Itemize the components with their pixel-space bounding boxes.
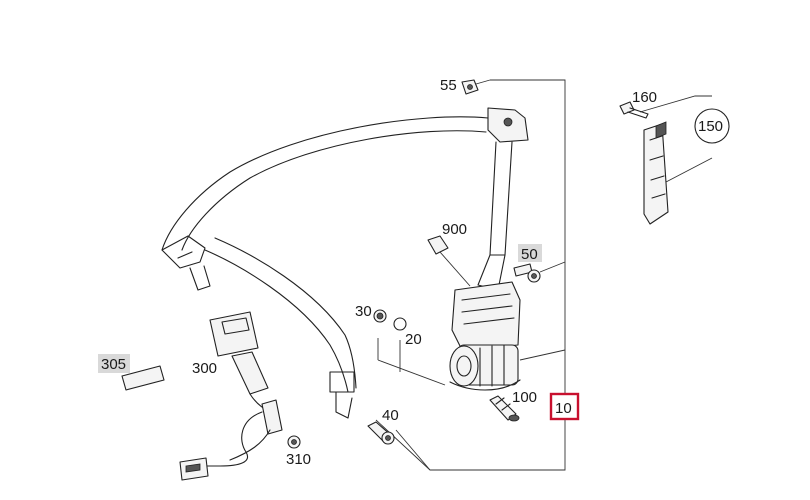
svg-text:50: 50 bbox=[521, 246, 538, 263]
callout-50-highlight bbox=[518, 244, 542, 262]
callout-circle-150 bbox=[694, 108, 730, 144]
callout-900[interactable]: 900 bbox=[442, 221, 467, 238]
height-adjuster-assembly bbox=[619, 95, 713, 225]
callout-50[interactable]: 50 bbox=[518, 244, 542, 263]
callout-310[interactable]: 310 bbox=[286, 451, 311, 468]
callout-300[interactable]: 300 bbox=[192, 360, 217, 377]
svg-text:10: 10 bbox=[555, 400, 572, 417]
bolt-40 bbox=[367, 421, 395, 445]
callout-160[interactable]: 160 bbox=[632, 89, 657, 106]
svg-text:40: 40 bbox=[382, 407, 399, 424]
svg-text:150: 150 bbox=[698, 118, 723, 135]
svg-text:300: 300 bbox=[192, 360, 217, 377]
svg-text:20: 20 bbox=[405, 331, 422, 348]
callout-labels: 55 160 150 900 50 30 20 305 300 100 bbox=[98, 77, 723, 468]
nut-30-washer-20 bbox=[373, 309, 407, 331]
svg-text:900: 900 bbox=[442, 221, 467, 238]
callout-20[interactable]: 20 bbox=[405, 331, 422, 348]
assembly-frame-lines bbox=[375, 79, 566, 471]
callout-305-highlight bbox=[98, 354, 130, 373]
svg-text:55: 55 bbox=[440, 77, 457, 94]
callout-100[interactable]: 100 bbox=[512, 389, 537, 406]
belt-retractor bbox=[449, 281, 521, 391]
callout-30[interactable]: 30 bbox=[355, 303, 372, 320]
clip-900 bbox=[427, 235, 471, 287]
callout-150[interactable]: 150 bbox=[698, 118, 723, 135]
svg-text:310: 310 bbox=[286, 451, 311, 468]
bolt-100 bbox=[489, 395, 520, 422]
callout-10[interactable]: 10 bbox=[549, 392, 580, 421]
callout-55[interactable]: 55 bbox=[440, 77, 457, 94]
callout-10-selected-frame bbox=[549, 392, 580, 421]
svg-text:305: 305 bbox=[101, 356, 126, 373]
belt-webbing bbox=[161, 116, 489, 419]
svg-text:30: 30 bbox=[355, 303, 372, 320]
callout-305[interactable]: 305 bbox=[98, 354, 130, 373]
nut-310 bbox=[287, 435, 301, 449]
belt-buckle-300 bbox=[179, 311, 283, 481]
svg-text:100: 100 bbox=[512, 389, 537, 406]
callout-40[interactable]: 40 bbox=[382, 407, 399, 424]
cover-305 bbox=[121, 365, 165, 391]
bolt-50 bbox=[513, 263, 541, 283]
svg-text:160: 160 bbox=[632, 89, 657, 106]
bolt-55 bbox=[461, 79, 491, 95]
